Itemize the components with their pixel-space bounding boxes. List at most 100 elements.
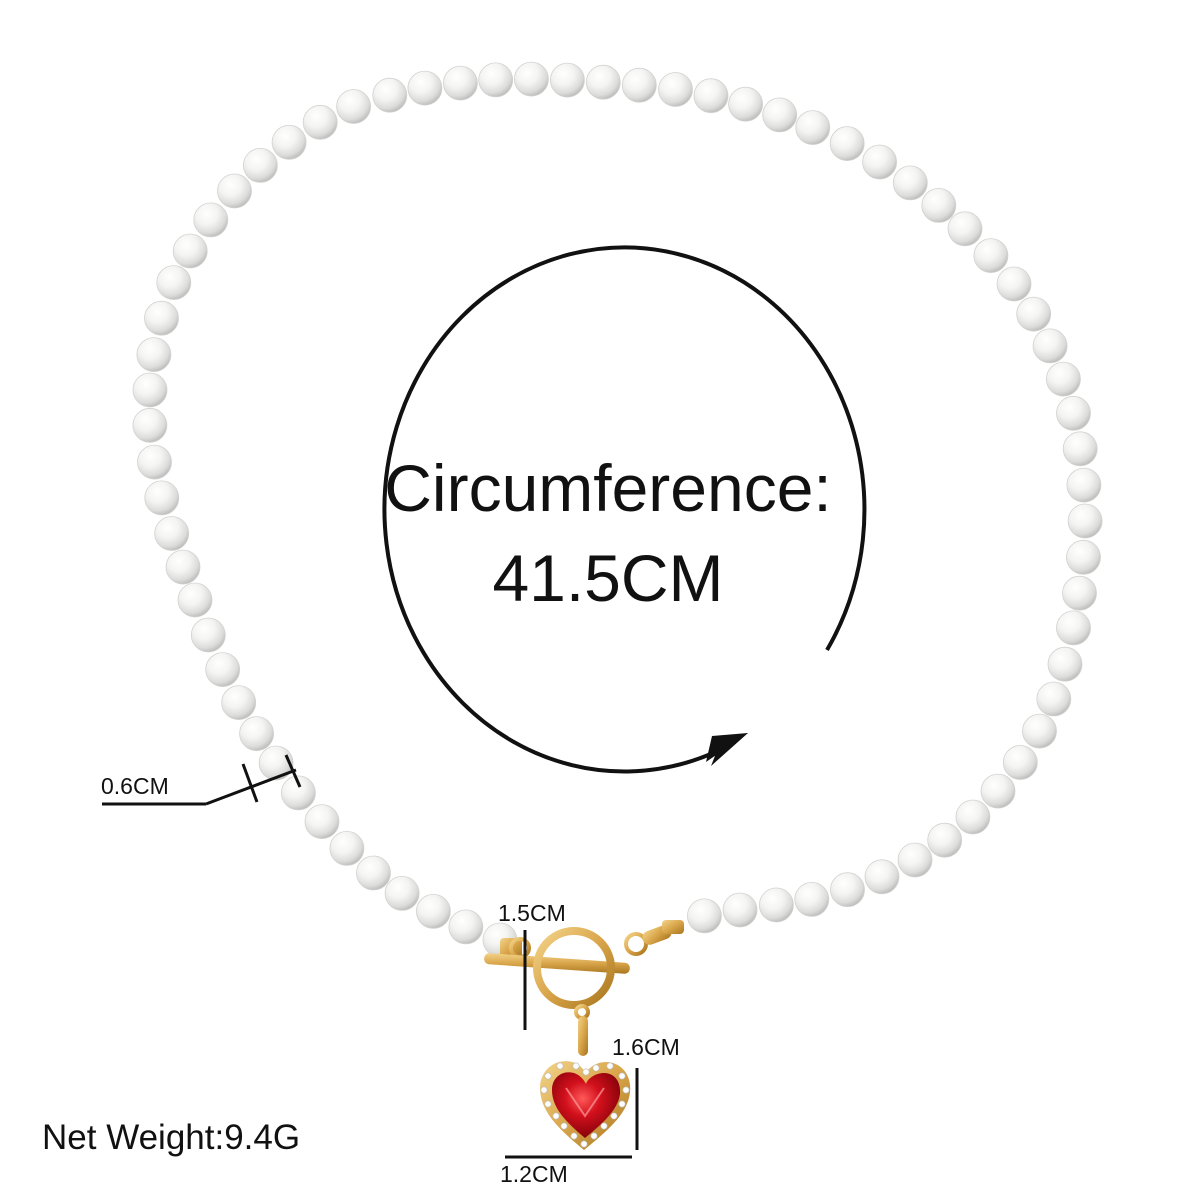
pearl-bead (1056, 610, 1091, 646)
pearl-bead (190, 617, 226, 653)
pearl-bead (205, 652, 241, 687)
rhinestone (544, 1100, 552, 1108)
pearl-bead (658, 72, 693, 107)
pearl-bead (144, 480, 180, 516)
pearl-bead (280, 775, 316, 811)
pearl-bead (1036, 681, 1072, 717)
pearl-bead (1046, 361, 1081, 397)
rhinestone (606, 1062, 614, 1070)
pearl-bead (271, 124, 307, 160)
pearl-bead (921, 187, 957, 223)
pendant-height-label: 1.6CM (612, 1034, 680, 1060)
pearl-bead (927, 822, 963, 858)
pearl-bead (947, 211, 983, 247)
rhinestone (622, 1086, 630, 1094)
pearl-bead (585, 64, 621, 100)
pearl-bead (687, 898, 722, 934)
toggle-ring-label: 1.5CM (498, 900, 566, 926)
pearl-bead (242, 147, 278, 183)
pearl-bead (165, 549, 201, 585)
pearl-bead (132, 407, 168, 443)
pearl-bead (955, 799, 991, 835)
pearl-bead (356, 855, 391, 891)
pearl-bead (415, 894, 451, 929)
pearl-bead (897, 842, 933, 878)
pearl-bead (239, 716, 275, 751)
rhinestone (560, 1122, 568, 1130)
rhinestone (582, 1068, 590, 1076)
pearl-bead (862, 144, 897, 180)
circumference-label: Circumference: (384, 451, 832, 525)
pearl-bead (830, 872, 865, 908)
pearl-bead (137, 444, 172, 480)
pearl-bead (794, 882, 830, 917)
rhinestone (572, 1062, 580, 1070)
rhinestone (600, 1122, 608, 1130)
pearl-bead (762, 97, 798, 133)
pearl-bead (1062, 431, 1098, 467)
pearl-bead (217, 173, 252, 209)
pearl-bead (1066, 539, 1101, 575)
pearl-bead (132, 372, 168, 408)
pearl-bead (372, 77, 408, 113)
pearl-bead (864, 859, 900, 895)
toggle-clasp-icon (484, 920, 684, 1056)
pearl-bead (136, 337, 172, 373)
pearl-bead (304, 804, 340, 839)
pearl-bead (193, 202, 229, 238)
pearl-bead (384, 876, 420, 911)
pendant-width-label: 1.2CM (500, 1161, 568, 1187)
circumference-value: 41.5CM (492, 541, 724, 615)
pearl-bead (759, 887, 794, 923)
circular-arrow-icon (382, 245, 867, 774)
pearl-bead (177, 582, 213, 618)
pearl-bead (1056, 395, 1091, 431)
arrow-head-fill (706, 733, 748, 762)
pearl-bead (693, 78, 729, 114)
rhinestone (580, 1140, 588, 1148)
pearl-bead (722, 892, 758, 928)
pearl-bead (156, 265, 192, 301)
pearl-bead (996, 266, 1032, 302)
pearl-bead (144, 300, 179, 336)
pearl-bead (329, 831, 365, 866)
rhinestone (610, 1112, 618, 1120)
pearl-bead (336, 89, 372, 124)
rhinestone (556, 1062, 564, 1070)
pearl-bead (258, 745, 294, 781)
pearl-bead (221, 685, 257, 720)
pearl-bead (1067, 503, 1103, 539)
bead-dimension-callout (102, 754, 302, 806)
pearl-strand (132, 61, 1103, 958)
pearl-bead (407, 70, 443, 106)
rhinestone (570, 1132, 578, 1140)
pearl-bead (795, 110, 831, 145)
pearl-bead (550, 62, 585, 98)
rhinestone (552, 1112, 560, 1120)
pearl-bead (1032, 328, 1068, 364)
pearl-bead (728, 86, 763, 122)
pearl-bead (302, 104, 338, 140)
pearl-bead (621, 67, 657, 103)
net-weight-label: Net Weight:9.4G (42, 1118, 301, 1157)
heart-pendant-icon (540, 1061, 631, 1150)
pearl-bead (1016, 296, 1052, 332)
pearl-bead (1062, 575, 1097, 611)
pearl-bead (829, 126, 865, 162)
rhinestone (590, 1132, 598, 1140)
pearl-bead (892, 165, 928, 201)
pearl-bead (448, 909, 484, 945)
pearl-bead (172, 233, 208, 269)
rhinestone (592, 1064, 600, 1072)
arrow-head-icon (711, 733, 748, 766)
pearl-bead (478, 62, 514, 98)
rhinestone (540, 1086, 548, 1094)
pearl-bead (980, 773, 1016, 809)
pearl-bead (1066, 467, 1102, 503)
pearl-bead (1002, 745, 1038, 780)
pearl-bead (973, 238, 1009, 274)
rhinestone (618, 1100, 626, 1108)
pearl-bead (1047, 646, 1083, 682)
